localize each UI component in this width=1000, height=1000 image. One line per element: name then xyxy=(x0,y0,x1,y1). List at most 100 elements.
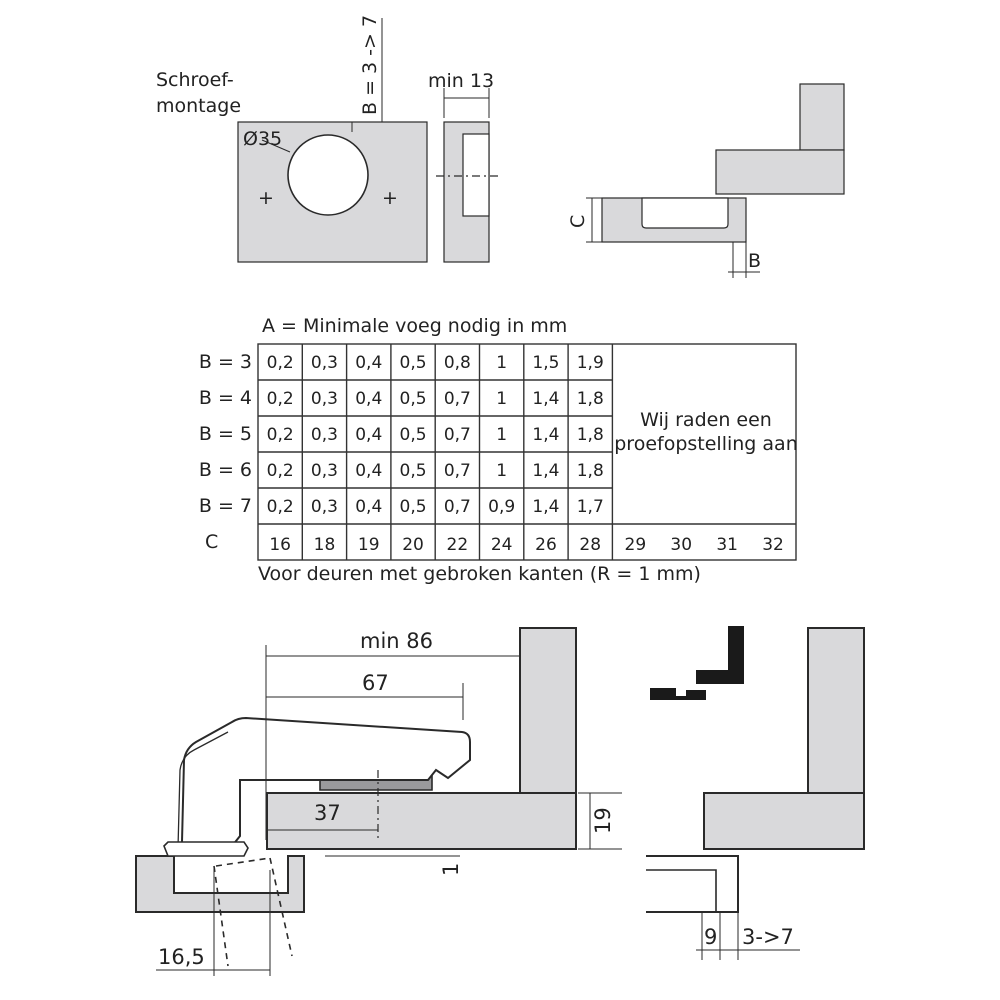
table-cell: 0,7 xyxy=(444,389,471,409)
door-section xyxy=(135,855,305,913)
c-value: 29 xyxy=(625,535,647,555)
table-cell: 0,4 xyxy=(355,497,382,517)
table-cell: 1,4 xyxy=(532,389,559,409)
overlay-pictogram-door xyxy=(650,688,706,700)
c-value: 31 xyxy=(716,535,738,555)
table-row-labels: B = 3 B = 4 B = 5 B = 6 B = 7 xyxy=(199,351,252,517)
overlay-detail-view: 9 3->7 xyxy=(646,626,865,960)
table-cell: 0,7 xyxy=(444,497,471,517)
c-label: C xyxy=(567,215,589,228)
hinge-arm xyxy=(169,716,471,854)
table-grid xyxy=(257,343,797,561)
table-cell: 0,3 xyxy=(311,389,338,409)
table-cell: 0,8 xyxy=(444,353,471,373)
hinge-section-view: min 86 67 37 19 1 16,5 xyxy=(135,627,622,976)
mount-label-line-2: montage xyxy=(156,95,241,117)
table-cell: 0,2 xyxy=(267,389,294,409)
table-cell: 1,4 xyxy=(532,497,559,517)
cabinet-wall xyxy=(519,627,577,794)
gap-table: A = Minimale voeg nodig in mm B = 3 B = 4… xyxy=(199,315,798,585)
table-cell: 0,5 xyxy=(400,425,427,445)
c-value: 22 xyxy=(447,535,469,555)
mount-label-line-1: Schroef- xyxy=(156,69,234,91)
advice-line-2: proefopstelling aan xyxy=(614,433,798,455)
table-cell: 0,2 xyxy=(267,425,294,445)
table-cell: 1,4 xyxy=(532,461,559,481)
cabinet-side-detail xyxy=(703,792,865,850)
c-value: 26 xyxy=(535,535,557,555)
c-value: 16 xyxy=(269,535,291,555)
c-value: 24 xyxy=(491,535,513,555)
table-cell: 0,2 xyxy=(267,461,294,481)
table-footnote: Voor deuren met gebroken kanten (R = 1 m… xyxy=(258,563,701,585)
screw-mark-left: + xyxy=(258,187,274,209)
c-value: 28 xyxy=(579,535,601,555)
table-cell: 0,7 xyxy=(444,461,471,481)
c-values-row: 16 18 19 20 22 24 26 28 29 30 31 32 xyxy=(269,535,784,555)
table-cell: 0,7 xyxy=(444,425,471,445)
table-cell: 1,9 xyxy=(577,353,604,373)
advice-line-1: Wij raden een xyxy=(640,409,772,431)
c-value: 20 xyxy=(402,535,424,555)
row-label: B = 7 xyxy=(199,495,252,517)
screw-mark-right: + xyxy=(382,187,398,209)
c-row-label: C xyxy=(205,531,218,553)
table-cell: 0,3 xyxy=(311,353,338,373)
table-cell: 0,5 xyxy=(400,389,427,409)
table-cell: 1,5 xyxy=(532,353,559,373)
dim-67: 67 xyxy=(362,671,389,695)
screw-mount-view: Schroef- montage Ø35 + + B = 3 -> 7 min … xyxy=(156,15,500,263)
table-cell: 1,8 xyxy=(577,389,604,409)
table-cell: 0,3 xyxy=(311,461,338,481)
b-label: B xyxy=(748,250,761,272)
table-cell: 0,5 xyxy=(400,461,427,481)
table-cell: 0,2 xyxy=(267,353,294,373)
table-cell: 1 xyxy=(496,389,507,409)
row-label: B = 4 xyxy=(199,387,252,409)
dim-min-86: min 86 xyxy=(360,629,433,653)
table-cell: 1 xyxy=(496,461,507,481)
corner-view: C B xyxy=(567,83,845,278)
table-cell: 0,3 xyxy=(311,425,338,445)
c-value: 18 xyxy=(314,535,336,555)
row-label: B = 3 xyxy=(199,351,252,373)
dim-3-7: 3->7 xyxy=(742,925,794,949)
cup-hole xyxy=(287,134,369,216)
min-13-label: min 13 xyxy=(428,70,494,92)
cabinet-side xyxy=(715,149,845,195)
door-detail xyxy=(646,855,739,913)
table-cell: 1,7 xyxy=(577,497,604,517)
table-title: A = Minimale voeg nodig in mm xyxy=(262,315,567,337)
dim-16-5: 16,5 xyxy=(158,945,205,969)
table-cell: 0,4 xyxy=(355,389,382,409)
table-cells: 0,2 0,3 0,4 0,5 0,8 1 1,5 1,9 0,2 0,3 0,4 0,5 0,7 1 1,… xyxy=(267,353,604,517)
row-label: B = 5 xyxy=(199,423,252,445)
table-cell: 0,5 xyxy=(400,497,427,517)
table-cell: 0,4 xyxy=(355,353,382,373)
c-value: 30 xyxy=(670,535,692,555)
dim-1: 1 xyxy=(439,863,463,876)
table-cell: 0,9 xyxy=(488,497,515,517)
table-cell: 1 xyxy=(496,425,507,445)
mounting-board xyxy=(266,792,577,850)
cup-recess xyxy=(462,133,490,217)
c-value: 32 xyxy=(762,535,784,555)
overlay-pictogram-side xyxy=(696,626,744,684)
diameter-label: Ø35 xyxy=(243,128,282,150)
b-range-label: B = 3 -> 7 xyxy=(359,15,381,115)
table-cell: 1,8 xyxy=(577,461,604,481)
c-value: 19 xyxy=(358,535,380,555)
row-label: B = 6 xyxy=(199,459,252,481)
table-cell: 0,5 xyxy=(400,353,427,373)
table-cell: 0,4 xyxy=(355,461,382,481)
table-cell: 0,4 xyxy=(355,425,382,445)
table-cell: 1,4 xyxy=(532,425,559,445)
table-cell: 1 xyxy=(496,353,507,373)
table-cell: 0,3 xyxy=(311,497,338,517)
table-cell: 0,2 xyxy=(267,497,294,517)
dim-19: 19 xyxy=(591,807,615,834)
table-cell: 1,8 xyxy=(577,425,604,445)
dim-37: 37 xyxy=(314,801,341,825)
diameter-leader xyxy=(261,139,291,153)
